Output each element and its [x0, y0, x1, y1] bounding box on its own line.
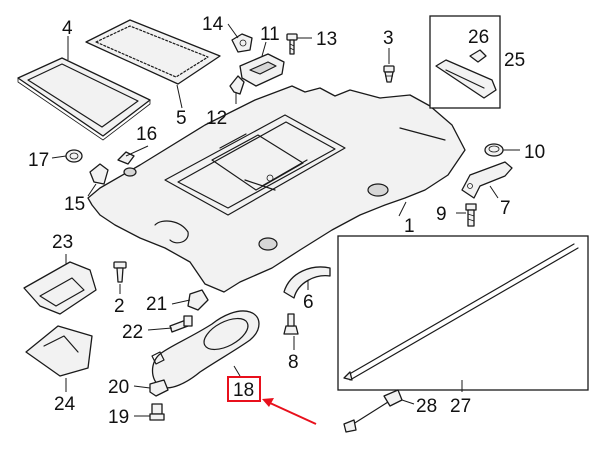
callout-13: 13	[316, 29, 337, 50]
retainer-pin	[383, 65, 395, 83]
callout-23: 23	[52, 232, 73, 253]
callout-27: 27	[450, 396, 471, 417]
leader-lines	[51, 23, 520, 417]
dome-light	[239, 53, 285, 87]
visor-screw	[283, 313, 299, 335]
arrow-head-icon	[262, 398, 274, 407]
highlight-arrow	[269, 402, 317, 425]
bulb-socket	[65, 149, 83, 163]
sunshade-panel	[85, 19, 221, 85]
callout-16: 16	[136, 124, 157, 145]
highlight-box	[227, 376, 261, 402]
callout-10: 10	[524, 142, 545, 163]
callout-15: 15	[64, 194, 85, 215]
highlight-callout-18	[227, 376, 317, 425]
callout-22: 22	[122, 322, 143, 343]
headliner-panel	[87, 85, 466, 293]
callout-21: 21	[146, 294, 167, 315]
callout-1: 1	[404, 216, 415, 237]
callout-28: 28	[416, 396, 437, 417]
seal-strip-box	[337, 235, 589, 391]
callout-labels: 4 5 14 11 13 12 3 26 25 10 7 9 1 6 8 16 …	[28, 14, 545, 428]
wire-connector	[117, 151, 135, 165]
handle-screw	[465, 203, 477, 227]
callout-11: 11	[260, 24, 280, 45]
visor-bracket	[187, 289, 209, 311]
callout-6: 6	[303, 292, 314, 313]
bracket-screw	[169, 315, 193, 333]
lamp-housing	[23, 261, 97, 315]
visor-clip	[149, 379, 169, 397]
assist-handle	[461, 161, 513, 199]
callout-3: 3	[383, 28, 394, 49]
clip-screw	[149, 403, 165, 421]
plug-cap	[484, 143, 504, 157]
callout-20: 20	[108, 377, 129, 398]
callout-7: 7	[500, 198, 511, 219]
callout-19: 19	[108, 407, 129, 428]
callout-4: 4	[62, 18, 73, 39]
callout-24: 24	[54, 394, 76, 415]
callout-26: 26	[468, 27, 489, 48]
map-lamp	[89, 163, 109, 185]
bracket	[229, 75, 245, 95]
sunroof-glass-panel	[17, 57, 151, 141]
overhead-console-box	[429, 15, 501, 109]
callout-9: 9	[436, 204, 447, 225]
wire-harness	[343, 389, 403, 433]
callout-25: 25	[504, 50, 525, 71]
trim-bracket	[283, 266, 331, 299]
callout-5: 5	[176, 108, 187, 129]
callout-12: 12	[206, 108, 227, 129]
callout-8: 8	[288, 352, 299, 373]
retainer	[113, 261, 127, 283]
screw	[286, 33, 298, 55]
retainer-clip	[231, 33, 253, 53]
callout-18: 18	[233, 380, 254, 401]
callout-2: 2	[114, 296, 125, 317]
callout-17: 17	[28, 150, 49, 171]
lamp-lens	[25, 325, 93, 377]
callout-14: 14	[202, 14, 224, 35]
